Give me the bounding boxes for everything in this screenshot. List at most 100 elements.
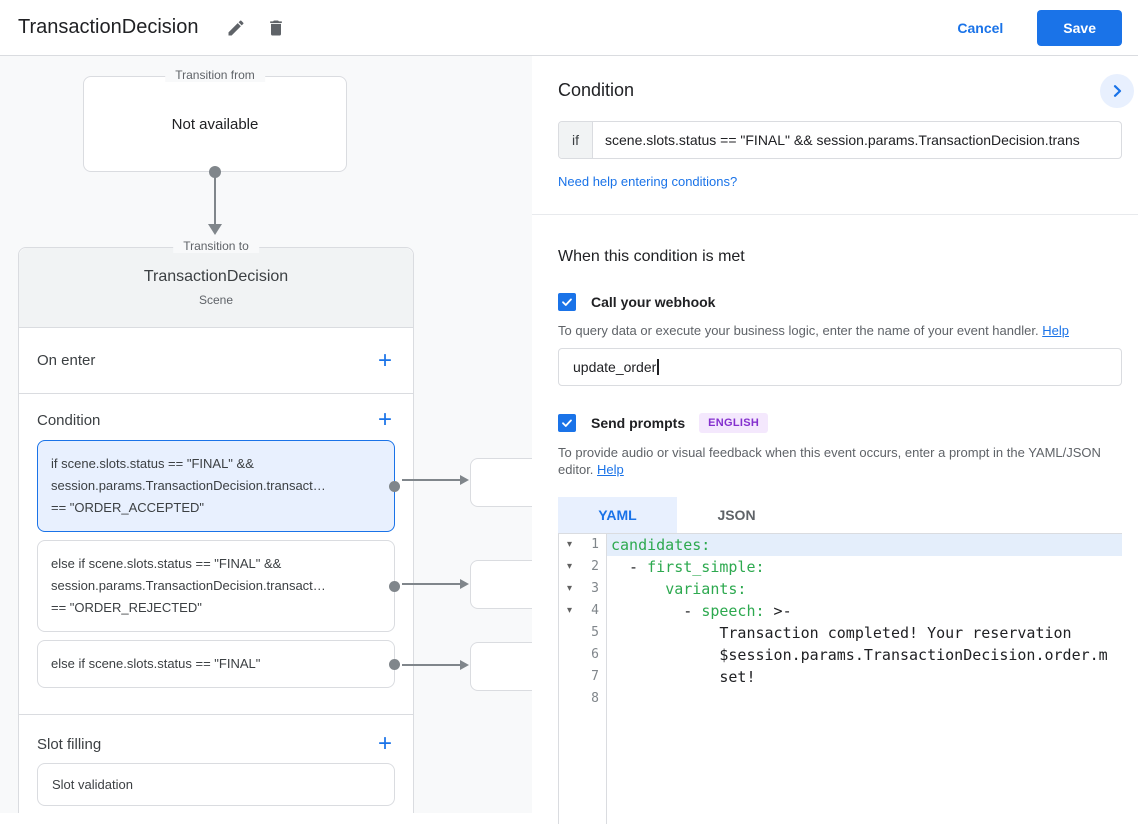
fold-arrow-icon[interactable]: ▾ xyxy=(559,578,580,600)
add-slot-button[interactable]: + xyxy=(369,728,401,760)
scene-diagram-panel: Transition from Not available Transition… xyxy=(0,56,532,813)
transition-from-box[interactable]: Transition from Not available xyxy=(83,76,347,172)
header-bar: TransactionDecision Cancel Save xyxy=(0,0,1138,56)
slot-filling-section: Slot filling + Slot validation xyxy=(19,715,413,806)
edit-scene-button[interactable] xyxy=(220,12,252,44)
condition-expression-input[interactable]: scene.slots.status == "FINAL" && session… xyxy=(593,122,1121,158)
if-label: if xyxy=(559,122,593,158)
section-divider xyxy=(532,214,1138,215)
add-condition-button[interactable]: + xyxy=(369,404,401,436)
editor-line: 7 set! xyxy=(559,666,1122,688)
add-on-enter-button[interactable]: + xyxy=(369,345,401,377)
editor-line: ▾2 - first_simple: xyxy=(559,556,1122,578)
line-number: 6 xyxy=(580,644,606,666)
condition-connector-arrow xyxy=(402,664,461,666)
condition-card[interactable]: if scene.slots.status == "FINAL" &&sessi… xyxy=(37,440,395,532)
tab-json[interactable]: JSON xyxy=(677,497,796,533)
connector-arrowhead xyxy=(208,224,222,235)
trash-icon xyxy=(266,18,286,38)
condition-card-line: if scene.slots.status == "FINAL" && xyxy=(51,453,381,475)
when-met-heading: When this condition is met xyxy=(558,248,1122,266)
checkmark-icon xyxy=(561,417,573,429)
line-number: 2 xyxy=(580,556,606,578)
cancel-button[interactable]: Cancel xyxy=(957,20,1003,36)
editor-line: 5 Transaction completed! Your reservatio… xyxy=(559,622,1122,644)
code-line-content[interactable]: candidates: xyxy=(606,534,1122,556)
tab-yaml[interactable]: YAML xyxy=(558,497,677,533)
fold-arrow-icon[interactable]: ▾ xyxy=(559,600,580,622)
page-title: TransactionDecision xyxy=(18,16,198,39)
transition-target-box[interactable] xyxy=(470,458,532,507)
transition-from-legend: Transition from xyxy=(165,68,265,82)
condition-card-line: == "ORDER_REJECTED" xyxy=(51,597,381,619)
scene-header[interactable]: TransactionDecision Scene xyxy=(19,248,413,328)
on-enter-label: On enter xyxy=(37,352,95,369)
condition-connector-arrow xyxy=(402,583,461,585)
scene-type-label: Scene xyxy=(199,293,233,307)
line-number: 1 xyxy=(580,534,606,556)
webhook-name-input[interactable]: update_order xyxy=(558,348,1122,386)
connector-line xyxy=(214,176,216,224)
code-line-content[interactable]: $session.params.TransactionDecision.orde… xyxy=(606,644,1122,666)
condition-card-line: == "ORDER_ACCEPTED" xyxy=(51,497,381,519)
condition-card[interactable]: else if scene.slots.status == "FINAL" xyxy=(37,640,395,688)
checkmark-icon xyxy=(561,296,573,308)
code-line-content[interactable]: - first_simple: xyxy=(606,556,1122,578)
line-number: 8 xyxy=(580,688,606,710)
scene-name: TransactionDecision xyxy=(144,268,288,286)
transition-from-value: Not available xyxy=(172,116,259,133)
condition-section: Condition + if scene.slots.status == "FI… xyxy=(19,394,413,715)
slot-validation-card[interactable]: Slot validation xyxy=(37,763,395,806)
fold-gutter xyxy=(559,666,580,688)
code-line-content[interactable]: - speech: >- xyxy=(606,600,1122,622)
editor-line: 6 $session.params.TransactionDecision.or… xyxy=(559,644,1122,666)
condition-connector-arrow xyxy=(402,479,461,481)
condition-help-link[interactable]: Need help entering conditions? xyxy=(558,174,737,189)
line-number: 5 xyxy=(580,622,606,644)
transition-target-box[interactable] xyxy=(470,560,532,609)
send-prompts-checkbox-label[interactable]: Send prompts xyxy=(591,415,685,431)
condition-card-line: else if scene.slots.status == "FINAL" && xyxy=(51,553,381,575)
condition-section-label: Condition xyxy=(37,412,100,429)
connector-dot xyxy=(389,659,400,670)
connector-dot xyxy=(389,481,400,492)
condition-card-line: else if scene.slots.status == "FINAL" xyxy=(51,653,381,675)
condition-expression-field: if scene.slots.status == "FINAL" && sess… xyxy=(558,121,1122,159)
fold-arrow-icon[interactable]: ▾ xyxy=(559,534,580,556)
editor-line: ▾3 variants: xyxy=(559,578,1122,600)
code-line-content[interactable]: variants: xyxy=(606,578,1122,600)
transition-to-card: Transition to TransactionDecision Scene … xyxy=(18,247,414,813)
line-number: 3 xyxy=(580,578,606,600)
language-badge: ENGLISH xyxy=(699,413,768,433)
text-cursor xyxy=(657,359,659,375)
collapse-panel-button[interactable] xyxy=(1100,74,1134,108)
transition-target-box[interactable] xyxy=(470,642,532,691)
webhook-checkbox-label[interactable]: Call your webhook xyxy=(591,294,715,310)
condition-card-list: if scene.slots.status == "FINAL" &&sessi… xyxy=(19,440,413,688)
connector-dot xyxy=(389,581,400,592)
prompts-help-link[interactable]: Help xyxy=(597,462,624,477)
pencil-icon xyxy=(226,18,246,38)
editor-line: ▾4 - speech: >- xyxy=(559,600,1122,622)
send-prompts-checkbox[interactable] xyxy=(558,414,576,432)
fold-gutter xyxy=(559,622,580,644)
on-enter-section: On enter + xyxy=(19,328,413,394)
save-button[interactable]: Save xyxy=(1037,10,1122,46)
slot-filling-label: Slot filling xyxy=(37,736,101,753)
line-number: 7 xyxy=(580,666,606,688)
webhook-checkbox[interactable] xyxy=(558,293,576,311)
condition-card[interactable]: else if scene.slots.status == "FINAL" &&… xyxy=(37,540,395,632)
code-line-content[interactable] xyxy=(606,688,1122,710)
condition-editor-panel: Condition if scene.slots.status == "FINA… xyxy=(532,56,1138,813)
transition-to-legend: Transition to xyxy=(173,239,259,253)
fold-gutter xyxy=(559,688,580,710)
code-line-content[interactable]: set! xyxy=(606,666,1122,688)
webhook-description: To query data or execute your business l… xyxy=(558,323,1039,338)
editor-line: 8 xyxy=(559,688,1122,710)
fold-arrow-icon[interactable]: ▾ xyxy=(559,556,580,578)
code-line-content[interactable]: Transaction completed! Your reservation xyxy=(606,622,1122,644)
webhook-help-link[interactable]: Help xyxy=(1042,323,1069,338)
delete-scene-button[interactable] xyxy=(260,12,292,44)
